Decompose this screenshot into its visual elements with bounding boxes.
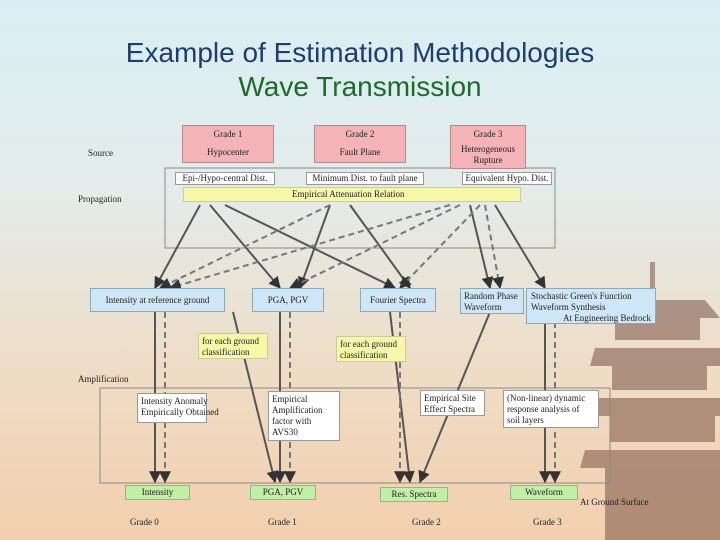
random-phase-box: Random Phase Waveform <box>460 288 524 314</box>
bottom-grade-3: Grade 3 <box>533 517 562 527</box>
slide-subtitle: Wave Transmission <box>238 71 482 102</box>
source-name: Hypocenter <box>207 147 249 157</box>
distance-box-equivalent: Equivalent Hypo. Dist. <box>462 172 552 185</box>
grade-label: Grade 2 <box>345 129 375 139</box>
intensity-reference-box: Intensity at reference ground <box>90 288 225 312</box>
row-label-amplification: Amplification <box>78 374 129 384</box>
stochastic-green-box: Stochastic Green's Function Waveform Syn… <box>526 288 656 324</box>
bottom-grade-0: Grade 0 <box>130 517 159 527</box>
output-pga-pgv-box: PGA, PGV <box>250 485 316 500</box>
stochastic-label: Stochastic Green's Function Waveform Syn… <box>531 291 632 312</box>
amplification-frame <box>99 387 611 484</box>
source-grade-3-box: Grade 3 Heterogeneous Rupture <box>450 125 526 169</box>
site-effect-spectra-box: Empirical Site Effect Spectra <box>420 390 485 416</box>
slide-title: Example of Estimation Methodologies <box>125 37 595 68</box>
attenuation-relation-box: Empirical Attenuation Relation <box>183 187 521 202</box>
source-name: Fault Plane <box>339 147 381 157</box>
output-waveform-box: Waveform <box>510 485 578 500</box>
bottom-grade-2: Grade 2 <box>412 517 441 527</box>
row-label-propagation: Propagation <box>78 194 122 204</box>
ground-classification-note-1: for each ground classification <box>198 333 268 359</box>
pga-pgv-box: PGA, PGV <box>252 288 324 312</box>
grade-label: Grade 3 <box>473 129 503 139</box>
ground-surface-label: At Ground Surface <box>580 497 649 507</box>
fourier-spectra-box: Fourier Spectra <box>360 288 436 312</box>
distance-box-fault-plane: Minimum Dist. to fault plane <box>306 172 424 185</box>
distance-box-epicentral: Epi-/Hypo-central Dist. <box>175 172 275 185</box>
row-label-source: Source <box>88 148 113 158</box>
ground-classification-note-2: for each ground classification <box>336 336 406 362</box>
output-response-spectra-box: Res. Spectra <box>380 487 448 502</box>
grade-label: Grade 1 <box>213 129 243 139</box>
source-name: Heterogeneous Rupture <box>461 144 515 165</box>
nonlinear-response-box: (Non-linear) dynamic response analysis o… <box>503 390 599 428</box>
source-grade-2-box: Grade 2 Fault Plane <box>314 125 406 163</box>
output-intensity-box: Intensity <box>125 485 190 500</box>
bedrock-label: At Engineering Bedrock <box>563 313 651 323</box>
source-grade-1-box: Grade 1 Hypocenter <box>182 125 274 163</box>
bottom-grade-1: Grade 1 <box>268 517 297 527</box>
intensity-anomaly-box: Intensity Anomaly Empirically Obtained <box>137 393 219 423</box>
propagation-frame <box>164 167 556 249</box>
empirical-amplification-box: Empirical Amplification factor with AVS3… <box>268 391 340 441</box>
